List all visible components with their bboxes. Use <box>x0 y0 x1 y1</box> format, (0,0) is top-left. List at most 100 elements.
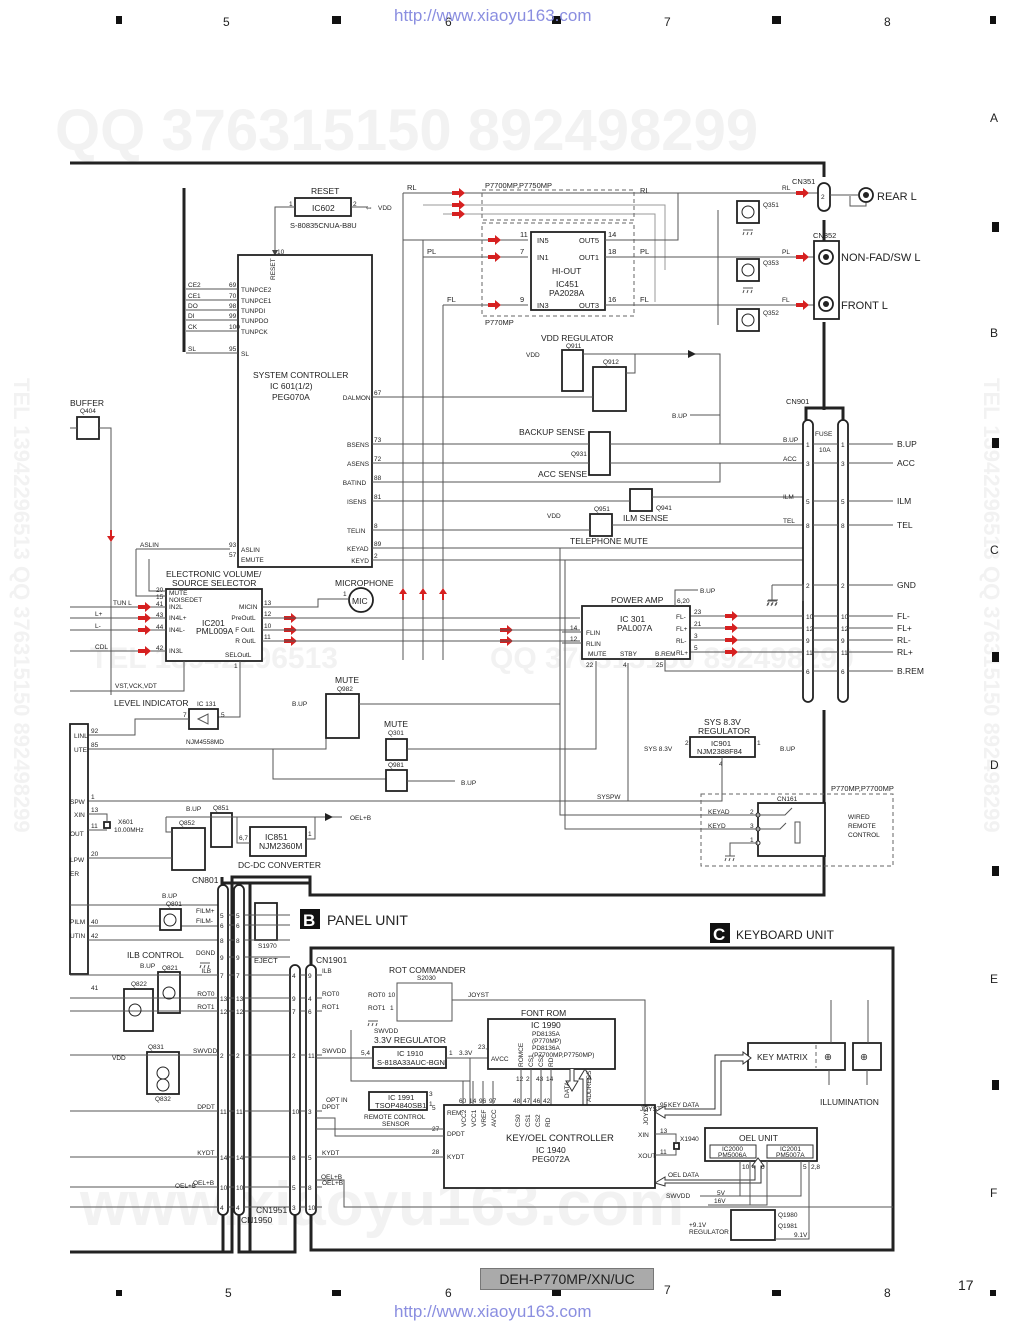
pin-name: ASENS <box>347 461 370 468</box>
key-wires <box>372 547 758 830</box>
ic2000-label: IC2000 <box>722 1146 743 1153</box>
pin-number: 6 <box>308 1009 312 1016</box>
signal-flow-arrow-icon <box>796 300 809 310</box>
ic1940-part: PEG072A <box>532 1154 570 1164</box>
q931-label: Q931 <box>571 451 587 458</box>
keyboard-unit-letter: C <box>713 925 725 944</box>
power-amp-pins: 14FLIN12RLIN23FL-21FL+3RL-5RL+MUTE22STBY… <box>562 589 778 672</box>
ic901-label: IC901 <box>711 739 731 748</box>
pin-name: RD <box>548 1057 555 1067</box>
mute-q301-title: MUTE <box>384 719 408 729</box>
signal-flow-arrow-icon <box>452 209 465 219</box>
jack-center <box>863 192 869 198</box>
signal-flow-arrow-icon <box>796 188 809 198</box>
pin-number: 8 <box>236 938 240 945</box>
jack-center <box>823 301 829 307</box>
avcc-label: AVCC <box>491 1056 509 1063</box>
grid-col-6: 6 <box>445 15 452 29</box>
opamp-icon <box>196 713 209 725</box>
pin-name: FLIN <box>586 630 600 637</box>
syspw-label: SYSPW <box>597 794 621 801</box>
pin-name: RL- <box>676 638 686 645</box>
fuse-label: FUSE <box>815 431 833 438</box>
front-l-label: FRONT L <box>841 300 888 312</box>
ic2000-part: PM5006A <box>718 1152 747 1159</box>
q852-box <box>171 827 206 871</box>
pin-name: IN4L- <box>169 627 185 634</box>
pin-number: 13 <box>236 996 244 1003</box>
registration-mark <box>992 1080 999 1090</box>
sensor-label-2: SENSOR <box>382 1121 410 1128</box>
registration-mark <box>992 222 999 232</box>
pin-number: 11 <box>220 1109 227 1116</box>
pin-number: 57 <box>229 552 237 559</box>
pin-name: B.REM <box>655 651 676 658</box>
pin-number: 10 <box>841 614 849 621</box>
panel-unit-title: PANEL UNIT <box>327 912 408 928</box>
s1970-switch <box>254 902 278 941</box>
pin-label: 5 <box>221 712 225 719</box>
grid-col-8-bottom: 8 <box>884 1286 891 1300</box>
q822-label: Q822 <box>131 981 147 988</box>
left-edge-label: OUT <box>70 831 84 838</box>
pin-label: 7 <box>183 712 187 719</box>
pin-name: CS2 <box>535 1114 542 1127</box>
pin-name: MUTE <box>588 651 607 658</box>
ground-icon <box>199 962 210 969</box>
ic901-part: NJM2388F84 <box>697 747 742 756</box>
remote-variant-box <box>700 793 894 867</box>
pin-number: 43 <box>536 1076 544 1083</box>
transistor-icon <box>163 913 177 927</box>
cn901-output-net: TEL <box>897 520 913 530</box>
net-label: ROT0 <box>322 991 340 998</box>
pin-name: F OutL <box>235 627 255 634</box>
pin-label: 2 <box>821 194 825 201</box>
pin-name: DALMON <box>343 395 371 402</box>
q911-box <box>561 349 584 392</box>
pin-number: 1 <box>91 794 95 801</box>
sys83-out-label: SYS 8.3V <box>644 746 673 753</box>
oel-power-wires <box>700 1161 802 1206</box>
pin-number: 5 <box>432 1105 436 1112</box>
font-rom-title: FONT ROM <box>521 1008 566 1018</box>
pin-label: 6,20 <box>677 598 690 605</box>
net-label: DPDT <box>197 1104 215 1111</box>
pin-number: 99 <box>229 313 237 320</box>
pin-number: 8 <box>806 523 810 530</box>
ic1990-part-1: PD8135A <box>532 1031 560 1038</box>
reg-wire <box>583 353 721 444</box>
variant-box-bottom <box>481 222 635 317</box>
pin-number: 98 <box>229 303 237 310</box>
pin-name: AVCC <box>491 1109 498 1127</box>
eject-label: EJECT <box>254 956 278 965</box>
net-label: ROT0 <box>197 991 215 998</box>
evol-title-2: SOURCE SELECTOR <box>172 578 256 588</box>
buffer-wire <box>70 427 112 695</box>
ic1991-box <box>368 1091 428 1111</box>
sys83-in-label: B.UP <box>780 746 795 753</box>
hi-out-title: HI-OUT <box>552 266 581 276</box>
pin-name: FL+ <box>676 626 688 633</box>
pin-number: 3 <box>292 1205 296 1212</box>
q832-label: Q832 <box>155 1096 171 1103</box>
wire <box>771 584 804 601</box>
net-label: OEL+B <box>193 1180 214 1187</box>
pin-name: RL+ <box>676 650 688 657</box>
ic201-part: PML009A <box>196 626 234 636</box>
hi-out-outputs <box>605 193 824 306</box>
ic1990-part-3: PD8136A <box>532 1045 560 1052</box>
pin-number: 10 <box>236 1185 244 1192</box>
power-amp-title: POWER AMP <box>611 595 664 605</box>
keyboard-unit-title: KEYBOARD UNIT <box>736 928 835 942</box>
sensor-label-1: REMOTE CONTROL <box>364 1114 426 1121</box>
ic451-part: PA2028A <box>549 288 585 298</box>
s2030-label: S2030 <box>417 975 436 982</box>
pin-number: 85 <box>91 742 99 749</box>
pin-number: 4 <box>308 996 312 1003</box>
panel-unit-badge <box>300 909 320 929</box>
sys-reg-title-2: REGULATOR <box>698 726 750 736</box>
rot-commander-switch <box>396 982 453 1022</box>
pin-number: 10 <box>264 623 272 630</box>
pin-number: 95 <box>660 1102 668 1109</box>
registration-mark <box>992 438 999 448</box>
